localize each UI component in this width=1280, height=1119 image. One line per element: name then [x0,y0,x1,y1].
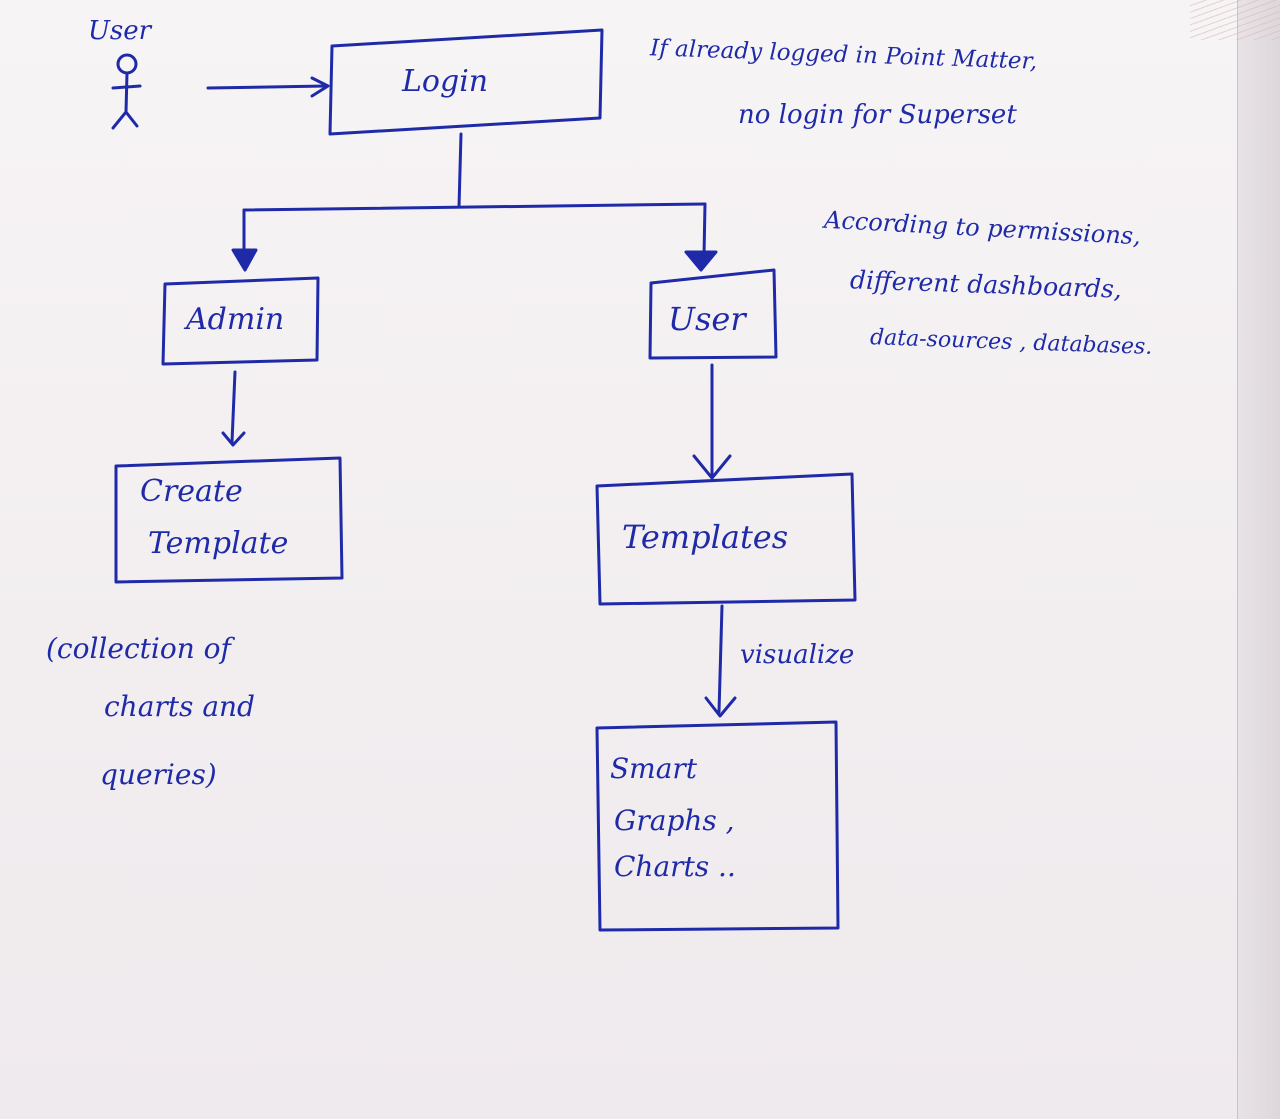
login-label: Login [402,64,489,99]
connector-to-user [702,202,707,258]
arrow-templates-to-smart [717,604,724,714]
page-edge [1237,0,1280,1119]
admin-box [161,276,320,366]
smart-graphs-line-2: Graphs , [614,804,735,837]
template-note-line-2: charts and [104,690,255,723]
template-note-line-3: queries) [100,758,217,791]
user-box [648,268,778,360]
create-template-line-2: Template [148,526,289,561]
connector-branch-line [242,202,707,212]
smart-graphs-box [595,720,840,932]
user-box-label: User [668,300,746,338]
smart-graphs-line-3: Charts .. [614,850,736,883]
templates-label: Templates [622,518,789,556]
template-note-line-1: (collection of [46,632,231,665]
arrow-user-to-login [206,84,328,90]
templates-box [595,472,857,606]
page-corner-lines [1190,0,1280,40]
actor-label: User [88,16,152,46]
create-template-line-1: Create [140,474,243,509]
create-template-box [114,456,344,584]
smart-graphs-line-1: Smart [610,752,698,785]
admin-label: Admin [186,302,285,337]
login-box [328,28,604,136]
stick-figure-icon [111,53,142,130]
connector-login-branch [457,132,463,209]
arrow-admin-to-create [230,370,237,444]
visualize-edge-label: visualize [740,640,855,670]
login-note-line-2: no login for Superset [738,100,1017,130]
